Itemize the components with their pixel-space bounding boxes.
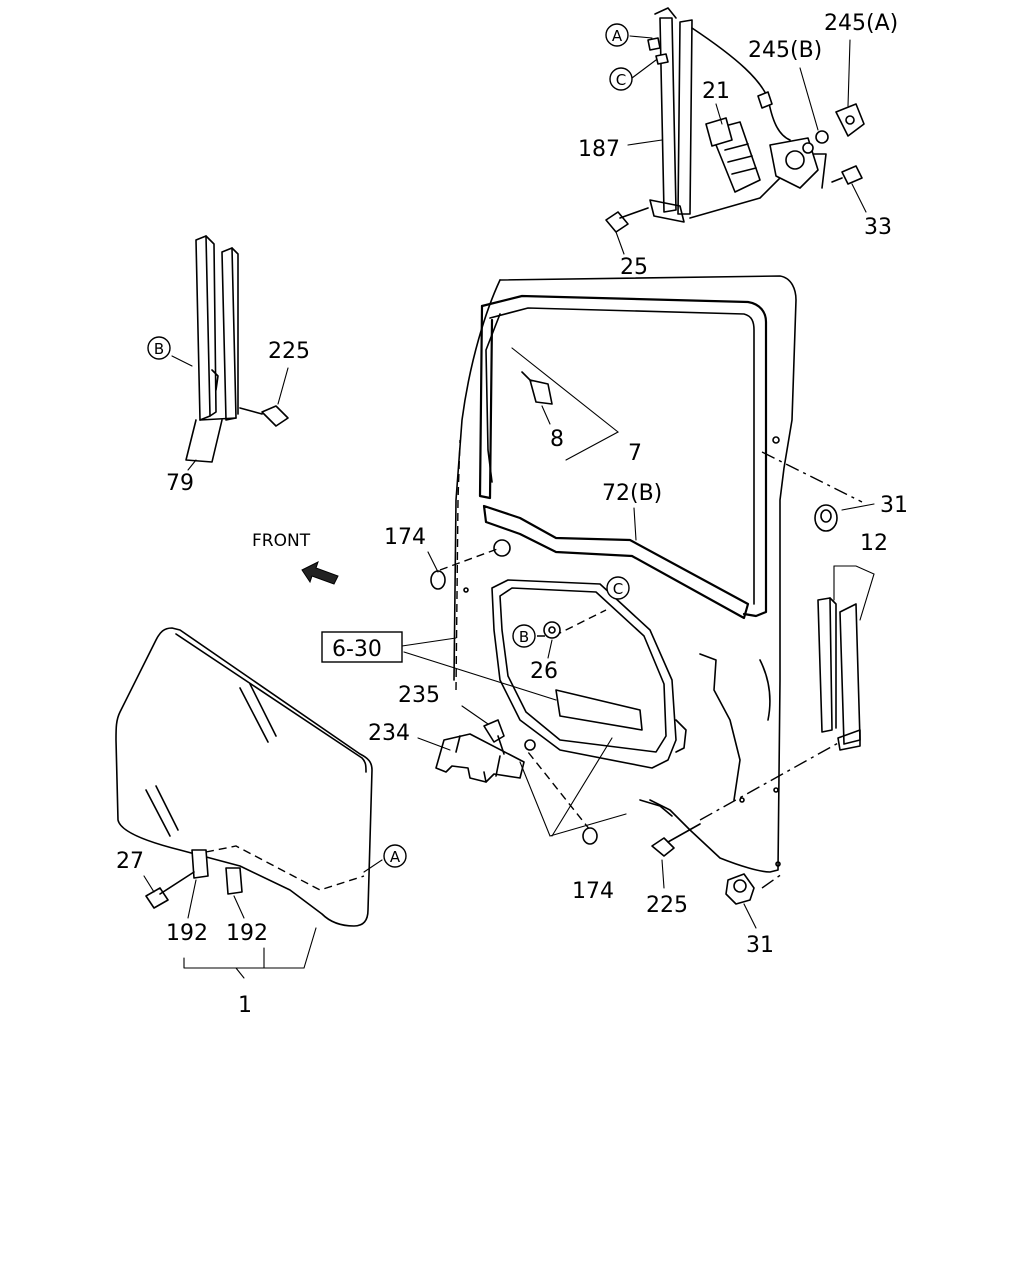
label-192b: 192: [226, 921, 268, 946]
label-174-bottom: 174: [572, 879, 614, 904]
label-234: 234: [368, 721, 410, 746]
label-33: 33: [864, 215, 892, 240]
label-7: 7: [628, 441, 642, 466]
callout-c-mid: C: [606, 576, 630, 600]
label-187: 187: [578, 137, 620, 162]
window-regulator: [605, 7, 867, 255]
label-31-bottom: 31: [746, 933, 774, 958]
label-174-top: 174: [384, 525, 426, 550]
bushing-31-top: [814, 503, 875, 532]
label-26: 26: [530, 659, 558, 684]
door-glass-1: [115, 627, 383, 979]
bolt-225-bottom: [651, 823, 701, 889]
label-225-top: 225: [268, 339, 310, 364]
svg-text:B: B: [154, 340, 164, 358]
bracket-234: [417, 705, 627, 837]
svg-text:B: B: [519, 628, 529, 646]
label-8: 8: [550, 427, 564, 452]
bolt-25: [605, 207, 649, 233]
label-79: 79: [166, 471, 194, 496]
channel-12: [817, 565, 875, 751]
label-225-bottom: 225: [646, 893, 688, 918]
label-12: 12: [860, 531, 888, 556]
svg-text:A: A: [612, 27, 623, 45]
door-panel: [401, 275, 863, 889]
label-21: 21: [702, 79, 730, 104]
callout-b-mid: B: [512, 624, 536, 648]
front-arrow-icon: [301, 561, 339, 585]
svg-text:C: C: [616, 71, 626, 89]
motor-21: [705, 117, 761, 193]
callout-a-glass: A: [383, 844, 407, 868]
glass-run-channel-79: [171, 235, 289, 471]
svg-text:C: C: [613, 580, 623, 598]
ref-box-6-30: [321, 631, 403, 663]
label-25: 25: [620, 255, 648, 280]
callout-c-top: C: [609, 67, 633, 91]
label-front: FRONT: [252, 531, 311, 551]
callout-a-top: A: [605, 23, 629, 47]
label-245a: 245(A): [824, 11, 898, 36]
label-72b: 72(B): [602, 481, 662, 506]
label-1: 1: [238, 993, 252, 1018]
bushing-31-bottom: [725, 873, 757, 929]
label-245b: 245(B): [748, 38, 822, 63]
label-6-30: 6-30: [332, 637, 382, 662]
label-192a: 192: [166, 921, 208, 946]
svg-text:A: A: [390, 848, 401, 866]
label-31-top: 31: [880, 493, 908, 518]
label-27: 27: [116, 849, 144, 874]
callout-b-left: B: [147, 336, 171, 360]
label-235: 235: [398, 683, 440, 708]
